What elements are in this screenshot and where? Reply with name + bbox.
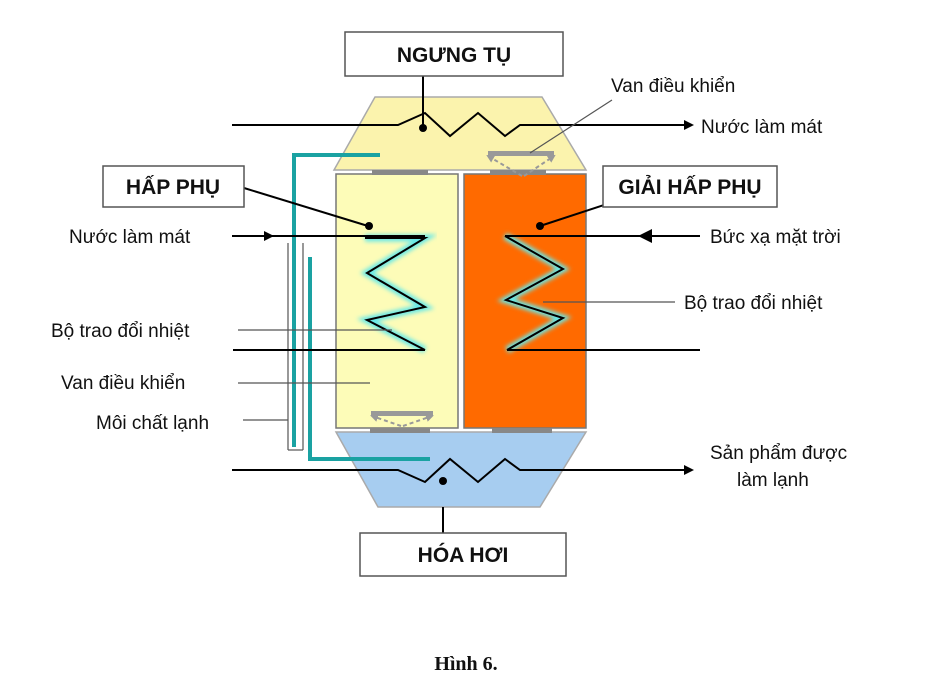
condenser-box (344, 31, 564, 77)
heat-exchanger-right-label: Bộ trao đổi nhiệt (684, 293, 823, 314)
evaporator-label: HÓA HƠI (418, 543, 509, 567)
cooling-water-in-label: Nước làm mát (69, 227, 191, 248)
control-valve-top-label: Van điều khiển (611, 76, 735, 97)
cooling-water-out-label: Nước làm mát (701, 117, 823, 138)
desorption-box (602, 165, 778, 208)
cooled-product-label-line1: Sản phẩm được (710, 443, 847, 464)
leader-dot-desorption (536, 222, 544, 230)
desorption-label: GIẢI HẤP PHỤ (618, 176, 761, 199)
control-valve-bottom-label: Van điều khiển (61, 373, 185, 394)
valve-top-right (490, 170, 546, 175)
evaporator-box (359, 532, 567, 577)
adsorber-bed (335, 173, 459, 429)
leader-dot-evaporator (439, 477, 447, 485)
refrigerant-label: Môi chất lạnh (96, 413, 209, 434)
leader-dot-condenser (419, 124, 427, 132)
leader-lines-thin (238, 99, 675, 421)
cooling-water-line-condenser (232, 111, 694, 138)
valve-top-left (372, 170, 428, 175)
adsorption-label: HẤP PHỤ (126, 176, 220, 199)
heat-exchanger-left-label: Bộ trao đổi nhiệt (51, 321, 190, 342)
heat-exchanger-left (356, 234, 438, 354)
leader-dot-adsorption (365, 222, 373, 230)
control-valve-bottom-plate (371, 411, 433, 416)
valve-bottom-right (492, 428, 552, 433)
solar-radiation-label: Bức xạ mặt trời (710, 227, 841, 248)
desorber-bed (463, 173, 587, 429)
refrigerant-pipe-inner (308, 257, 430, 461)
condenser-label: NGƯNG TỤ (397, 44, 511, 67)
heat-exchanger-right (497, 232, 572, 354)
adsorption-box (102, 165, 245, 208)
valve-flow-arrows (370, 154, 556, 427)
valve-bottom-left (370, 428, 430, 433)
solar-radiation-arrowhead (638, 229, 652, 243)
figure-caption: Hình 6. (434, 653, 497, 675)
chilled-product-line (232, 457, 694, 484)
control-valve-top-plate (488, 151, 554, 156)
cooled-product-label-line2: làm lạnh (737, 470, 809, 491)
